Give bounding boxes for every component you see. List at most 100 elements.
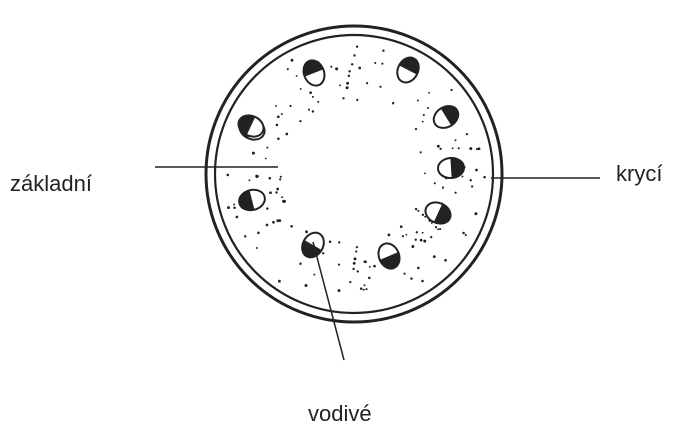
- stipple-dot: [276, 219, 279, 222]
- stipple-dot: [355, 250, 357, 252]
- stipple-dot: [424, 172, 426, 174]
- stipple-dot: [266, 207, 268, 209]
- stipple-dot: [308, 109, 310, 111]
- stipple-dot: [338, 264, 340, 266]
- stipple-dot: [356, 99, 358, 101]
- stipple-dot: [368, 277, 371, 280]
- stipple-dot: [236, 216, 239, 219]
- stipple-dot: [291, 59, 294, 62]
- stipple-dot: [434, 182, 436, 184]
- stipple-dot: [313, 274, 315, 276]
- stipple-dot: [483, 176, 486, 179]
- stipple-dot: [420, 151, 422, 153]
- stipple-dot: [279, 178, 281, 180]
- stipple-dot: [265, 158, 267, 160]
- stipple-dot: [470, 179, 472, 181]
- stipple-dot: [351, 63, 353, 65]
- ground-tissue-label: základní: [10, 171, 92, 196]
- stipple-dot: [435, 226, 437, 228]
- stipple-dot: [422, 121, 424, 123]
- stipple-dot: [317, 101, 319, 103]
- stipple-dot: [285, 133, 288, 136]
- stipple-dot: [427, 107, 429, 109]
- stipple-dot: [348, 70, 350, 72]
- stipple-dot: [281, 113, 283, 115]
- stipple-dot: [353, 262, 356, 265]
- stipple-dot: [439, 228, 441, 230]
- stipple-dot: [233, 206, 236, 209]
- stipple-dot: [452, 147, 454, 149]
- stipple-dot: [469, 147, 472, 150]
- vascular-bundle: [391, 50, 426, 87]
- stipple-dot: [299, 262, 301, 264]
- stipple-dot: [305, 284, 308, 287]
- stipple-dot: [252, 152, 255, 155]
- stipple-dot: [415, 128, 417, 130]
- stipple-dot: [248, 179, 250, 181]
- stipple-dot: [437, 228, 439, 230]
- stipple-dot: [363, 289, 365, 291]
- stipple-dot: [287, 68, 289, 70]
- stipple-dot: [266, 224, 269, 227]
- stipple-dot: [382, 49, 384, 51]
- stipple-dot: [416, 231, 418, 233]
- stipple-dot: [411, 245, 414, 248]
- stipple-dot: [244, 235, 246, 237]
- vascular-bundle: [373, 239, 406, 275]
- stipple-dot: [423, 114, 425, 116]
- stipple-dot: [348, 75, 350, 77]
- stipple-dot: [357, 270, 359, 272]
- stipple-dot: [312, 96, 314, 98]
- dermal-tissue-label: krycí: [616, 161, 662, 186]
- stipple-dot: [278, 280, 281, 283]
- stipple-dot: [374, 62, 376, 64]
- stipple-dot: [455, 139, 457, 141]
- stipple-dot: [433, 255, 436, 258]
- stipple-dot: [354, 257, 357, 260]
- stipple-dot: [400, 225, 403, 228]
- stipple-dot: [227, 206, 230, 209]
- stipple-dot: [379, 86, 381, 88]
- stipple-dot: [349, 281, 351, 283]
- stipple-dot: [269, 177, 272, 180]
- stipple-dot: [257, 232, 260, 235]
- stipple-dot: [277, 138, 280, 141]
- stipple-dot: [277, 115, 280, 118]
- stipple-dot: [353, 54, 355, 56]
- stipple-dot: [300, 88, 302, 90]
- stipple-dot: [442, 186, 444, 188]
- stipple-dot: [342, 97, 344, 99]
- stipple-dot: [392, 102, 394, 104]
- stipple-dot: [280, 176, 282, 178]
- stipple-dot: [366, 82, 368, 84]
- stipple-dot: [356, 246, 358, 248]
- stipple-dot: [281, 196, 283, 198]
- stipple-dot: [346, 82, 349, 85]
- stipple-dot: [296, 75, 298, 77]
- stipple-dot: [381, 63, 383, 65]
- stipple-dot: [465, 234, 467, 236]
- stipple-dot: [403, 273, 405, 275]
- stipple-dot: [423, 240, 426, 243]
- stipple-dot: [428, 92, 430, 94]
- stipple-dot: [255, 175, 257, 177]
- stipple-dot: [461, 176, 463, 178]
- stipple-dot: [330, 66, 332, 68]
- stipple-dot: [312, 110, 314, 112]
- vascular-bundles: [231, 50, 467, 275]
- vascular-tissue-leader-line: [313, 242, 344, 360]
- vascular-bundle: [429, 98, 466, 134]
- stipple-dot: [421, 280, 424, 283]
- stipple-dot: [365, 288, 367, 290]
- stipple-dot: [339, 84, 341, 86]
- stipple-dot: [358, 67, 361, 70]
- stipple-dot: [373, 265, 376, 268]
- stipple-dot: [322, 252, 324, 254]
- stipple-dot: [402, 235, 404, 237]
- stipple-dot: [364, 284, 366, 286]
- stipple-dot: [283, 200, 286, 203]
- stipple-dot: [476, 148, 478, 150]
- stipple-dot: [417, 210, 419, 212]
- stipple-dot: [430, 236, 432, 238]
